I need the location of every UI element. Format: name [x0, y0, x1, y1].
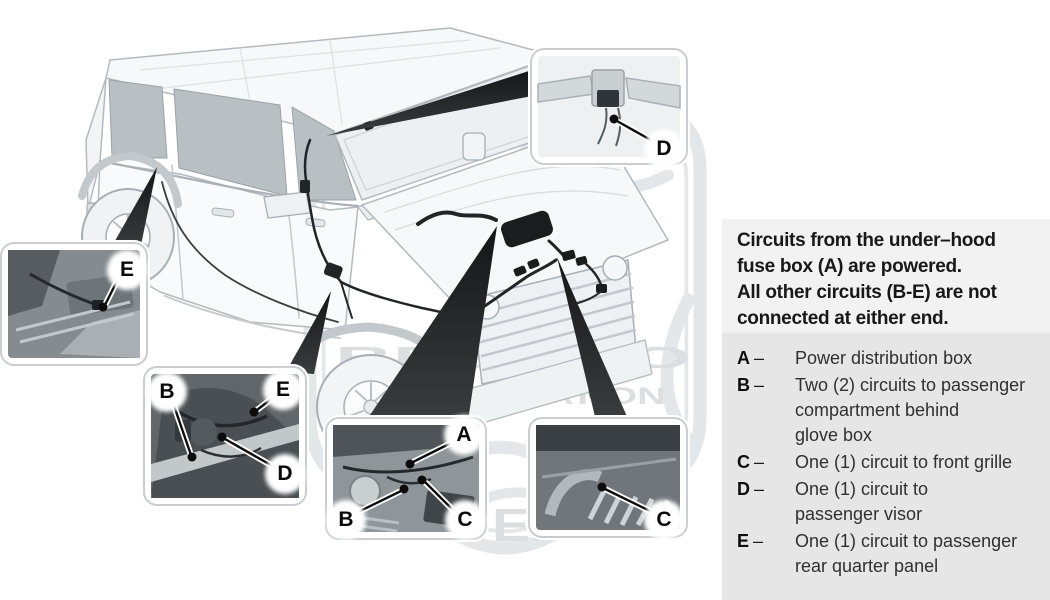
legend-letter: D	[737, 479, 750, 499]
callout-label-b: B	[331, 505, 361, 535]
legend-row-e: E– One (1) circuit to passenger rear qua…	[737, 529, 1044, 579]
circuit-legend: A– Power distribution box B– Two (2) cir…	[722, 333, 1050, 600]
legend-row-c: C– One (1) circuit to front grille	[737, 450, 1044, 475]
pointer-wedge-engine-bay	[366, 226, 497, 421]
callout-label-c: C	[450, 505, 480, 535]
callout-letter: D	[277, 462, 293, 485]
callout-letter: B	[338, 508, 354, 531]
callout-engine-bay: A B C	[325, 417, 487, 540]
legend-letter: C	[737, 452, 750, 472]
legend-row-b: B– Two (2) circuits to passenger compart…	[737, 373, 1044, 448]
pointer-wedge-rear-quarter	[112, 167, 157, 250]
callout-label-d: D	[270, 459, 300, 489]
circuits-note-heading: Circuits from the under–hood fuse box (A…	[722, 219, 1050, 333]
callout-photo-engine-bay	[333, 425, 479, 533]
callout-label-d: D	[649, 134, 679, 164]
legend-letter: A	[737, 348, 750, 368]
callout-passenger-visor: D	[530, 48, 688, 165]
legend-row-d: D– One (1) circuit to passenger visor	[737, 477, 1044, 527]
callout-letter: E	[119, 258, 134, 281]
legend-text: One (1) circuit to front grille	[795, 452, 1013, 472]
legend-row-a: A– Power distribution box	[737, 346, 1044, 371]
callout-photo-front-grille	[536, 425, 680, 530]
callout-letter: B	[159, 380, 175, 403]
legend-dash: –	[753, 531, 764, 551]
callout-letter: C	[457, 508, 473, 531]
callout-photo-rear-quarter	[8, 250, 140, 358]
legend-letter: E	[737, 531, 750, 551]
callout-photo-visor	[537, 56, 681, 157]
legend-dash: –	[754, 479, 765, 499]
legend-text: One (1) circuit to passenger rear quarte…	[795, 531, 1018, 576]
pointer-wedge-visor	[326, 70, 532, 136]
legend-text: One (1) circuit to passenger visor	[795, 479, 929, 524]
callout-label-a: A	[449, 420, 479, 450]
pointer-wedge-cowl	[286, 291, 331, 374]
legend-text: Power distribution box	[795, 348, 973, 368]
callout-label-c: C	[649, 505, 679, 535]
callout-photo-cowl	[151, 374, 299, 498]
callout-letter: E	[275, 378, 290, 401]
legend-text: Two (2) circuits to passenger compartmen…	[795, 375, 1026, 445]
legend-dash: –	[754, 452, 765, 472]
pointer-wedge-front-grille	[557, 257, 629, 421]
callout-label-b: B	[152, 377, 182, 407]
callout-cowl-side: B E D	[143, 366, 307, 506]
callout-letter: A	[456, 423, 472, 446]
callout-letter: C	[656, 508, 672, 531]
callout-pointer-wedges	[112, 70, 629, 421]
callout-rear-quarter-panel: E	[0, 242, 148, 366]
legend-letter: B	[737, 375, 750, 395]
legend-dash: –	[754, 348, 765, 368]
legend-dash: –	[754, 375, 765, 395]
callout-label-e: E	[268, 375, 298, 405]
callout-front-grille: C	[528, 417, 688, 538]
callout-label-e: E	[112, 255, 142, 285]
callout-letter: D	[656, 137, 672, 160]
